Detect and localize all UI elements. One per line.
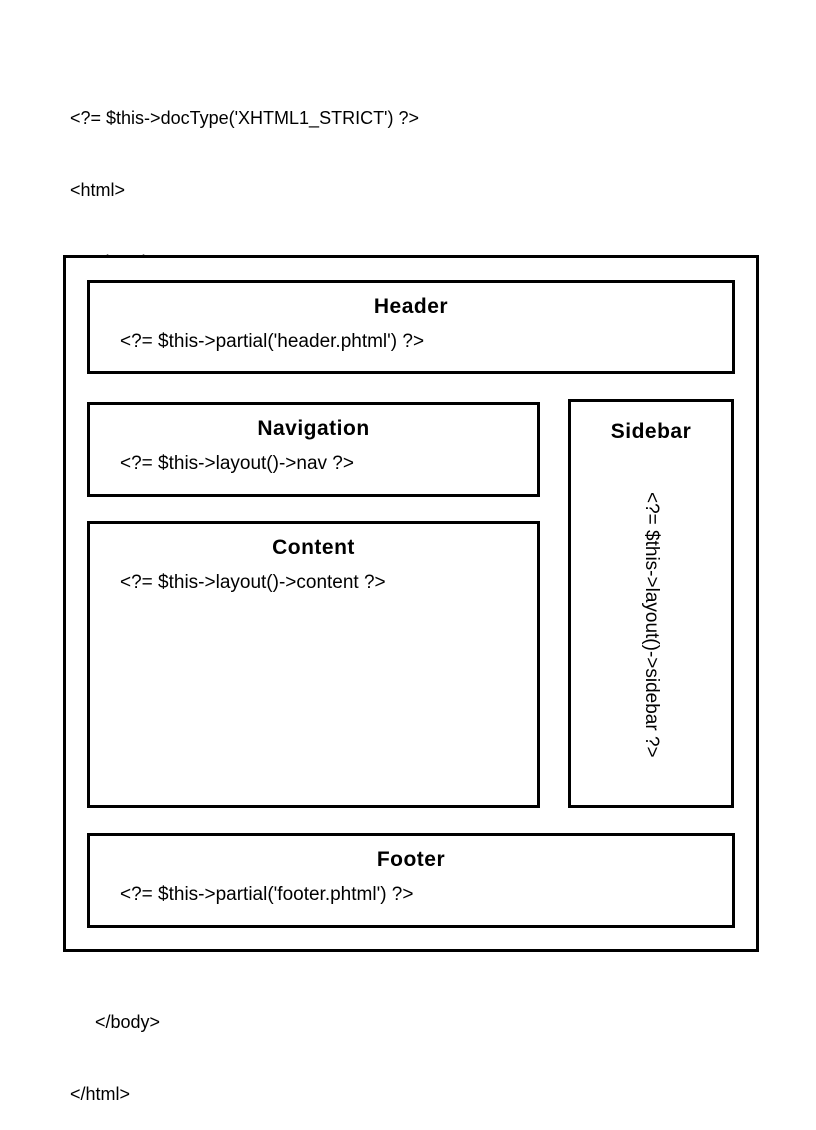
code-line: <html> — [70, 180, 126, 200]
content-region-box: Content <?= $this->layout()->content ?> — [87, 521, 540, 808]
footer-region-title: Footer — [376, 848, 446, 871]
footer-region-code: <?= $this->partial('footer.phtml') ?> — [120, 884, 414, 905]
code-line: </html> — [70, 1084, 131, 1104]
code-line: </body> — [95, 1012, 161, 1032]
code-line: <?= $this->docType('XHTML1_STRICT') ?> — [70, 108, 420, 128]
header-region-box: Header <?= $this->partial('header.phtml'… — [87, 280, 735, 374]
sidebar-region-code: <?= $this->layout()->sidebar ?> — [641, 491, 662, 758]
content-region-code: <?= $this->layout()->content ?> — [120, 572, 386, 593]
sidebar-region-box: Sidebar <?= $this->layout()->sidebar ?> — [568, 399, 734, 808]
navigation-region-code: <?= $this->layout()->nav ?> — [120, 453, 354, 474]
layout-script-code-bottom: </body> </html> — [70, 962, 160, 1130]
sidebar-region-title: Sidebar — [610, 420, 692, 443]
footer-region-box: Footer <?= $this->partial('footer.phtml'… — [87, 833, 735, 928]
navigation-region-title: Navigation — [257, 417, 370, 440]
sidebar-vertical-text-wrap: <?= $this->layout()->sidebar ?> — [571, 444, 731, 805]
navigation-region-box: Navigation <?= $this->layout()->nav ?> — [87, 402, 540, 497]
content-region-title: Content — [272, 536, 355, 559]
header-region-code: <?= $this->partial('header.phtml') ?> — [120, 331, 425, 352]
header-region-title: Header — [373, 295, 449, 318]
